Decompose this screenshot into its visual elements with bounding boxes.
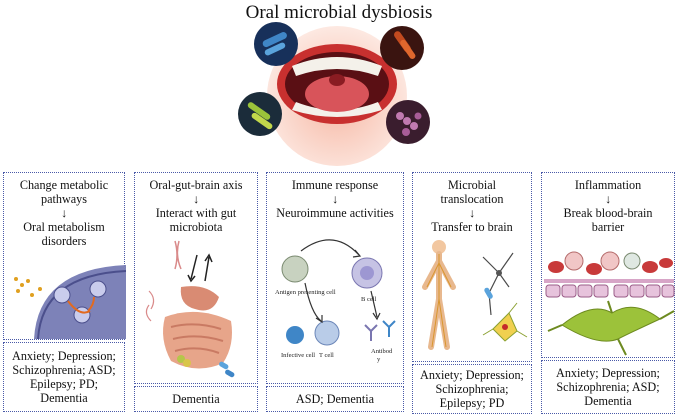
panel-ogb-diseases: Dementia	[134, 386, 258, 412]
arrow-down-icon: ↓	[60, 206, 68, 220]
panel-metabolic-bottom-1: Oral metabolism	[23, 220, 105, 234]
blood-brain-barrier-illustration	[544, 251, 675, 356]
arrow-down-icon: ↓	[468, 206, 476, 220]
panel-metabolic-bottom-2: disorders	[41, 234, 87, 248]
panel-immune-bottom-1: Neuroimmune activities	[276, 206, 394, 220]
panel-ogb-top-1: Oral-gut-brain axis	[149, 178, 243, 192]
microbe-green-rods-icon	[238, 92, 282, 136]
panel-metabolic: Change metabolic pathways ↓ Oral metabol…	[3, 172, 127, 340]
panel-ogb-bottom-1: Interact with gut	[155, 206, 237, 220]
metabolism-cell-illustration	[14, 265, 127, 340]
panel-trans-top-1: Microbial	[447, 178, 497, 192]
label-antibody-2: y	[377, 356, 381, 363]
panel-inflam-diseases: Anxiety; Depression; Schizophrenia; ASD;…	[541, 360, 675, 414]
arrow-down-icon: ↓	[604, 192, 612, 206]
panel-metabolic-top-2: pathways	[40, 192, 88, 206]
arrow-down-icon: ↓	[331, 192, 339, 206]
panel-immune: Immune response ↓ Neuroimmune activities…	[266, 172, 404, 384]
panel-metabolic-diseases: Anxiety; Depression; Schizophrenia; ASD;…	[3, 342, 125, 412]
disease-line: Dementia	[584, 394, 632, 408]
panel-immune-diseases: ASD; Dementia	[266, 386, 404, 412]
panel-immune-top-1: Immune response	[291, 178, 379, 192]
label-t-cell: T cell	[319, 352, 334, 359]
disease-line: Anxiety; Depression;	[556, 366, 660, 380]
disease-line: Anxiety; Depression;	[12, 349, 116, 363]
diagram-title: Oral microbial dysbiosis	[245, 2, 433, 23]
gut-illustration	[145, 240, 235, 378]
label-infective-cell: Infective cell	[281, 352, 315, 359]
panel-translocation: Microbial translocation ↓ Transfer to br…	[412, 172, 532, 362]
panel-inflam-top-1: Inflammation	[574, 178, 642, 192]
mouth-illustration	[238, 22, 430, 166]
label-apc: Antigen presenting cell	[275, 289, 336, 296]
disease-line: Anxiety; Depression;	[420, 368, 524, 382]
panel-ogb-bottom-2: microbiota	[169, 220, 223, 234]
arrow-down-icon: ↓	[192, 192, 200, 206]
disease-line: Schizophrenia; ASD;	[12, 363, 116, 377]
microbe-blue-rods-icon	[254, 22, 298, 66]
label-antibody-1: Antibod	[371, 348, 393, 355]
panel-metabolic-top-1: Change metabolic	[19, 178, 109, 192]
disease-line: Epilepsy; PD;	[29, 377, 99, 391]
panel-inflam-bottom-2: barrier	[591, 220, 625, 234]
panel-inflammation: Inflammation ↓ Break blood-brain barrier	[541, 172, 675, 358]
panel-trans-diseases: Anxiety; Depression; Schizophrenia; Epil…	[412, 364, 532, 414]
panel-trans-bottom-1: Transfer to brain	[431, 220, 513, 234]
immune-cycle-illustration: Antigen presenting cell B cell T cell In…	[275, 239, 396, 363]
label-b-cell: B cell	[361, 296, 377, 303]
panel-trans-top-2: translocation	[440, 192, 504, 206]
disease-line: Dementia	[172, 392, 220, 406]
disease-line: Dementia	[40, 391, 88, 405]
disease-line: Schizophrenia;	[435, 382, 509, 396]
microbe-red-rods-icon	[380, 26, 424, 70]
disease-line: Epilepsy; PD	[439, 396, 505, 410]
nervous-system-illustration	[422, 240, 528, 350]
disease-line: Schizophrenia; ASD;	[556, 380, 660, 394]
panel-oral-gut-brain: Oral-gut-brain axis ↓ Interact with gut …	[134, 172, 258, 384]
microbe-purple-cocci-icon	[386, 100, 430, 144]
disease-line: ASD; Dementia	[295, 392, 375, 406]
panel-inflam-bottom-1: Break blood-brain	[563, 206, 653, 220]
